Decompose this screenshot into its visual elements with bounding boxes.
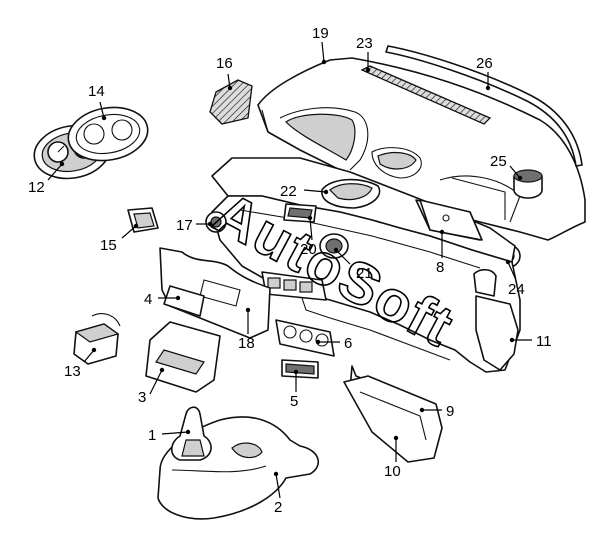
callout-25: 25 bbox=[490, 153, 507, 170]
callout-21: 21 bbox=[356, 265, 373, 282]
callout-12: 12 bbox=[28, 179, 45, 196]
callout-24: 24 bbox=[508, 281, 525, 298]
part-3-tray bbox=[145, 321, 221, 393]
part-5-switch bbox=[281, 359, 319, 379]
part-23-defrost-strip bbox=[360, 65, 492, 125]
part-11-end-panel bbox=[475, 295, 519, 371]
callout-15: 15 bbox=[100, 237, 117, 254]
callout-11: 11 bbox=[536, 333, 552, 350]
callout-26: 26 bbox=[476, 55, 493, 72]
part-6-control-panel bbox=[275, 319, 335, 357]
callout-3: 3 bbox=[138, 389, 146, 406]
callout-13: 13 bbox=[64, 363, 81, 380]
part-25-knob bbox=[513, 169, 543, 199]
part-19-dashboard-top bbox=[257, 57, 586, 241]
part-16-hatched-panel bbox=[209, 79, 253, 125]
callout-8: 8 bbox=[436, 259, 444, 276]
callout-5: 5 bbox=[290, 393, 298, 410]
callout-4: 4 bbox=[144, 291, 152, 308]
part-10-glovebox bbox=[343, 375, 443, 463]
callout-19: 19 bbox=[312, 25, 329, 42]
callout-6: 6 bbox=[344, 335, 352, 352]
callout-20: 20 bbox=[300, 241, 317, 258]
callout-22: 22 bbox=[280, 183, 297, 200]
callout-17: 17 bbox=[176, 217, 193, 234]
part-8-glovebox-door bbox=[419, 199, 483, 241]
callout-10: 10 bbox=[384, 463, 401, 480]
part-1-gear-knob bbox=[170, 406, 212, 461]
callout-9: 9 bbox=[446, 403, 454, 420]
part-14-cluster-surround bbox=[67, 106, 149, 162]
callout-2: 2 bbox=[274, 499, 282, 516]
part-13-module bbox=[73, 313, 121, 365]
callout-1: 1 bbox=[148, 427, 156, 444]
leader-lines bbox=[47, 41, 532, 499]
part-18-lower-trim-panel bbox=[159, 247, 271, 339]
callout-18: 18 bbox=[238, 335, 255, 352]
callout-23: 23 bbox=[356, 35, 373, 52]
callout-labels: 1 2 3 4 5 6 8 9 10 11 12 13 14 15 16 17 … bbox=[28, 25, 552, 516]
part-26-windscreen-seal bbox=[385, 45, 583, 167]
callout-16: 16 bbox=[216, 55, 233, 72]
callout-14: 14 bbox=[88, 83, 105, 100]
